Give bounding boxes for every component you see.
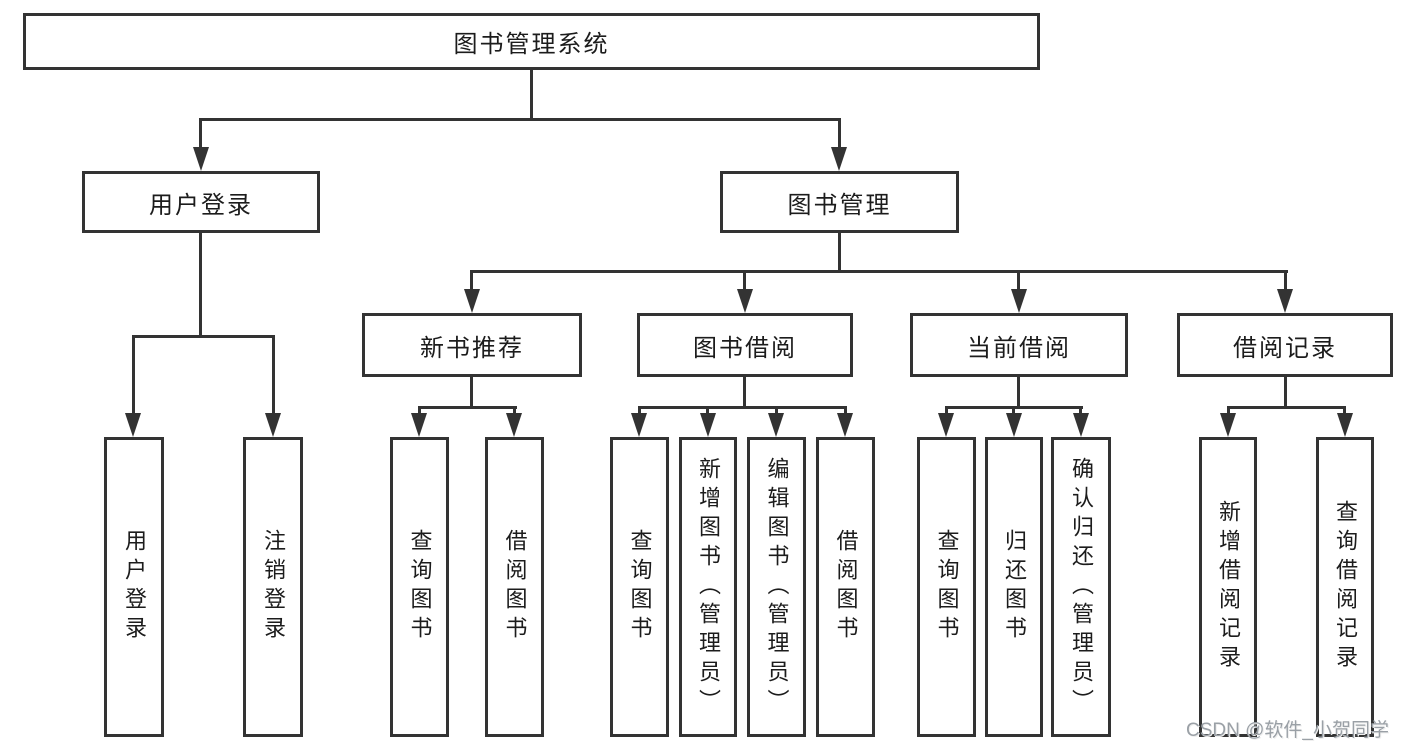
connector-vline xyxy=(638,406,641,417)
connector-hline xyxy=(470,270,1288,273)
connector-hline xyxy=(1227,406,1346,409)
leaf-edit-book-admin: 编辑图书（管理员） xyxy=(747,437,806,737)
arrowhead-down-icon xyxy=(1073,413,1089,437)
connector-vline xyxy=(199,118,202,150)
arrowhead-down-icon xyxy=(193,147,209,171)
arrowhead-down-icon xyxy=(831,147,847,171)
leaf-query-books-current: 查询图书 xyxy=(917,437,976,737)
connector-hline xyxy=(638,406,847,409)
node-borrow-records: 借阅记录 xyxy=(1177,313,1393,377)
node-user-login-label: 用户登录 xyxy=(149,191,253,219)
node-root-label: 图书管理系统 xyxy=(453,31,610,58)
leaf-user-login-label: 用户登录 xyxy=(122,529,147,645)
connector-vline xyxy=(199,233,202,337)
leaf-query-books-current-label: 查询图书 xyxy=(934,529,960,645)
arrowhead-down-icon xyxy=(1337,413,1353,437)
leaf-edit-book-admin-label: 编辑图书（管理员） xyxy=(764,456,790,718)
leaf-query-books-recommend: 查询图书 xyxy=(390,437,449,737)
connector-hline xyxy=(132,335,275,338)
connector-vline xyxy=(838,233,841,273)
connector-vline xyxy=(470,270,473,292)
connector-vline xyxy=(1012,406,1015,417)
connector-vline xyxy=(945,406,948,417)
csdn-watermark: CSDN @软件_小贺同学 xyxy=(1186,720,1389,741)
leaf-borrow-books-label: 借阅图书 xyxy=(833,529,859,645)
arrowhead-down-icon xyxy=(837,413,853,437)
connector-vline xyxy=(743,270,746,292)
connector-vline xyxy=(743,377,746,409)
arrowhead-down-icon xyxy=(506,413,522,437)
connector-vline xyxy=(530,69,533,118)
connector-vline xyxy=(418,406,421,417)
leaf-add-borrow-record: 新增借阅记录 xyxy=(1199,437,1257,737)
arrowhead-down-icon xyxy=(768,413,784,437)
node-new-book-recommend: 新书推荐 xyxy=(362,313,582,377)
leaf-add-book-admin: 新增图书（管理员） xyxy=(679,437,737,737)
connector-vline xyxy=(1017,270,1020,292)
arrowhead-down-icon xyxy=(1277,289,1293,313)
connector-vline xyxy=(1284,377,1287,409)
arrowhead-down-icon xyxy=(631,413,647,437)
arrowhead-down-icon xyxy=(464,289,480,313)
node-book-management: 图书管理 xyxy=(720,171,959,233)
node-book-borrow: 图书借阅 xyxy=(637,313,853,377)
arrowhead-down-icon xyxy=(125,413,141,437)
connector-vline xyxy=(132,335,135,415)
leaf-add-book-admin-label: 新增图书（管理员） xyxy=(696,456,721,718)
leaf-borrow-books-recommend-label: 借阅图书 xyxy=(502,529,528,645)
arrowhead-down-icon xyxy=(411,413,427,437)
leaf-logout-label: 注销登录 xyxy=(261,529,286,645)
connector-vline xyxy=(470,377,473,409)
connector-hline xyxy=(200,118,841,121)
connector-vline xyxy=(1079,406,1082,417)
node-book-management-label: 图书管理 xyxy=(787,191,892,219)
node-root-library-system: 图书管理系统 xyxy=(23,13,1040,70)
leaf-query-books-borrow-label: 查询图书 xyxy=(627,529,653,645)
node-borrow-records-label: 借阅记录 xyxy=(1233,334,1337,362)
connector-vline xyxy=(1284,270,1287,292)
node-current-borrow-label: 当前借阅 xyxy=(967,334,1071,362)
connector-vline xyxy=(1227,406,1230,417)
connector-vline xyxy=(775,406,778,417)
connector-vline xyxy=(272,335,275,415)
arrowhead-down-icon xyxy=(938,413,954,437)
node-book-borrow-label: 图书借阅 xyxy=(693,334,797,362)
leaf-confirm-return-admin: 确认归还（管理员） xyxy=(1051,437,1111,737)
connector-hline xyxy=(418,406,517,409)
connector-vline xyxy=(1343,406,1346,417)
leaf-borrow-books-recommend: 借阅图书 xyxy=(485,437,544,737)
connector-vline xyxy=(838,118,841,150)
connector-vline xyxy=(1017,377,1020,409)
leaf-confirm-return-admin-label: 确认归还（管理员） xyxy=(1069,456,1094,718)
leaf-add-borrow-record-label: 新增借阅记录 xyxy=(1216,500,1241,674)
leaf-borrow-books: 借阅图书 xyxy=(816,437,875,737)
arrowhead-down-icon xyxy=(700,413,716,437)
leaf-user-login: 用户登录 xyxy=(104,437,164,737)
arrowhead-down-icon xyxy=(265,413,281,437)
leaf-return-book-label: 归还图书 xyxy=(1002,529,1027,645)
arrowhead-down-icon xyxy=(737,289,753,313)
node-user-login: 用户登录 xyxy=(82,171,320,233)
connector-vline xyxy=(844,406,847,417)
arrowhead-down-icon xyxy=(1011,289,1027,313)
leaf-query-borrow-record: 查询借阅记录 xyxy=(1316,437,1374,737)
leaf-query-books-borrow: 查询图书 xyxy=(610,437,669,737)
connector-vline xyxy=(706,406,709,417)
leaf-query-borrow-record-label: 查询借阅记录 xyxy=(1333,500,1358,674)
connector-vline xyxy=(513,406,516,417)
arrowhead-down-icon xyxy=(1006,413,1022,437)
node-new-book-recommend-label: 新书推荐 xyxy=(420,334,524,362)
leaf-query-books-recommend-label: 查询图书 xyxy=(407,529,433,645)
node-current-borrow: 当前借阅 xyxy=(910,313,1128,377)
leaf-return-book: 归还图书 xyxy=(985,437,1043,737)
arrowhead-down-icon xyxy=(1220,413,1236,437)
leaf-logout: 注销登录 xyxy=(243,437,303,737)
